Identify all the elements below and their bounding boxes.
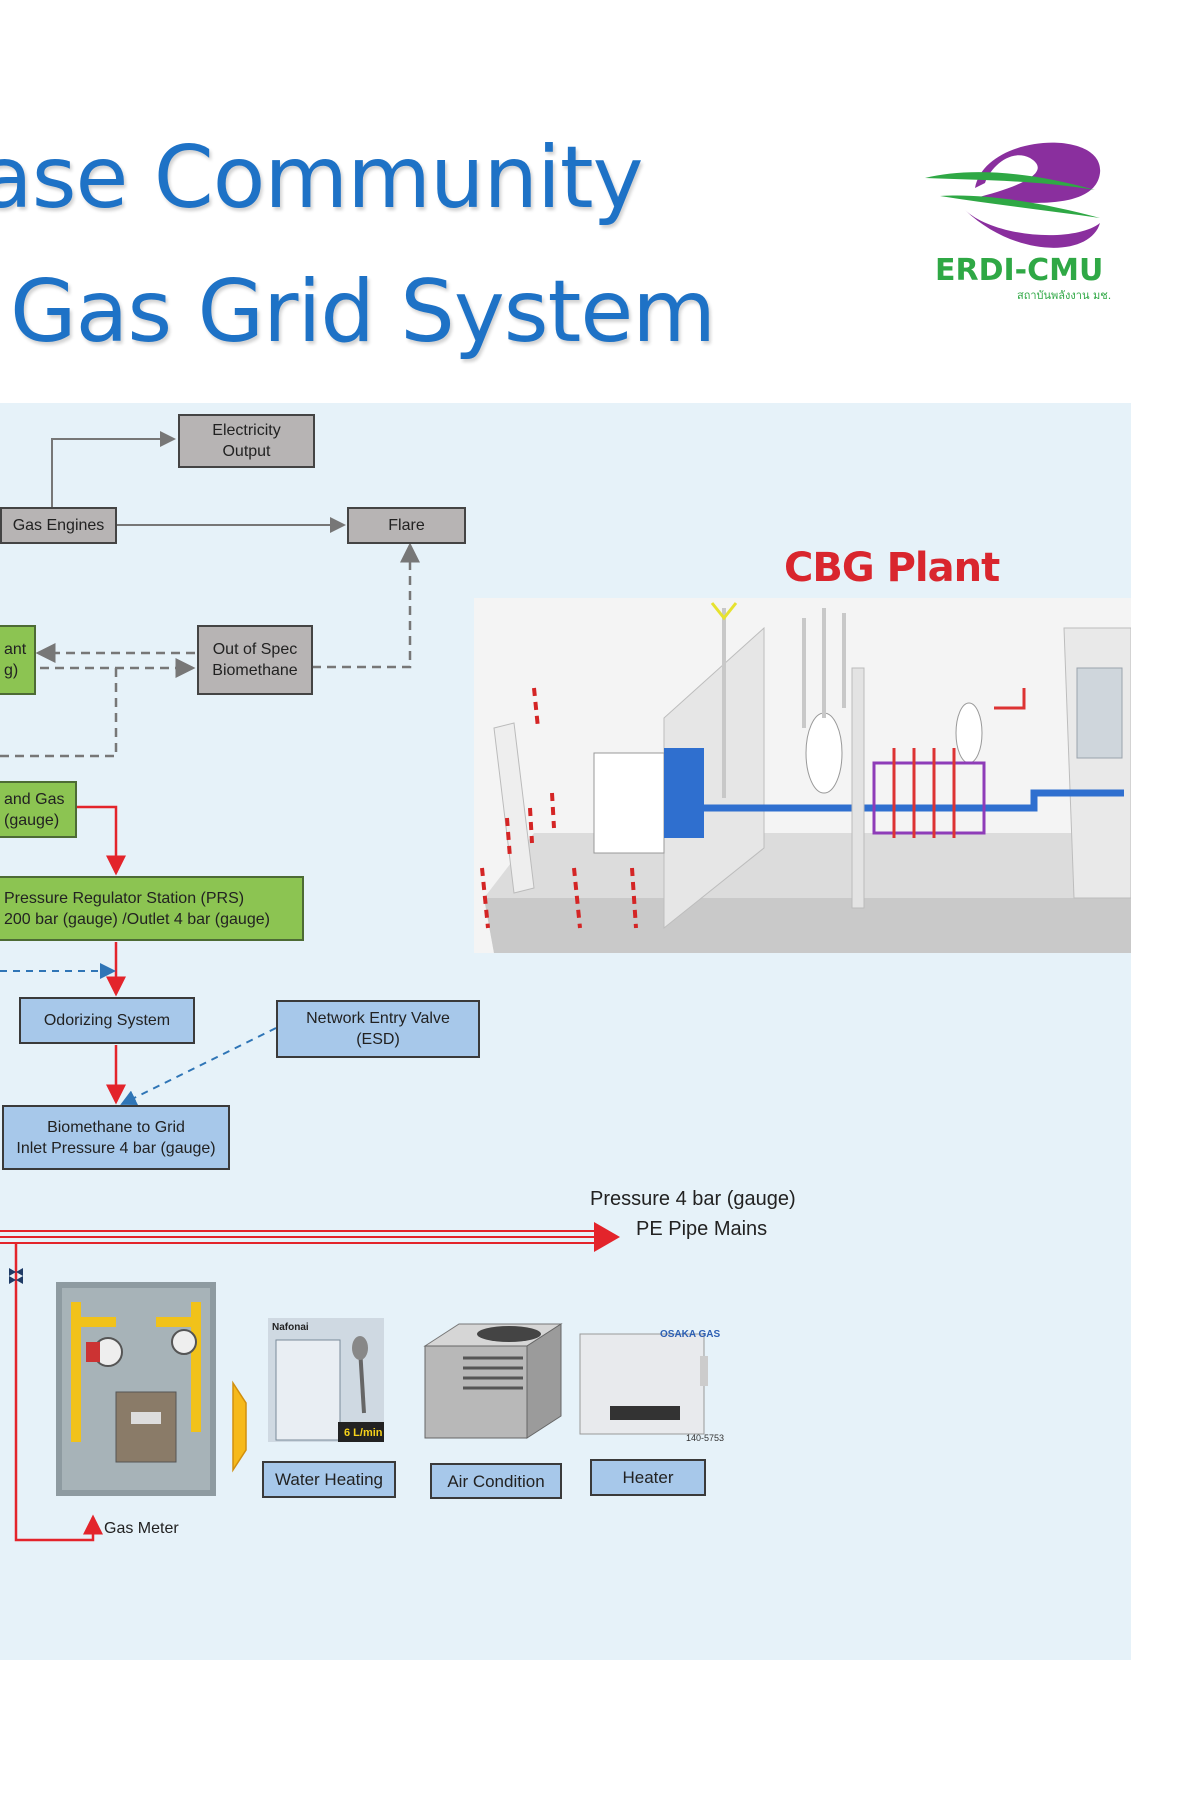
- electricity-output-box: Electricity Output: [178, 414, 315, 468]
- water-heater-brand: Nafonai: [272, 1322, 309, 1333]
- pe-pipe-mains-label: PE Pipe Mains: [636, 1218, 768, 1240]
- erdi-cmu-logo: ERDI-CMU สถาบันพลังงาน มช.: [925, 142, 1111, 302]
- logo-subtitle: สถาบันพลังงาน มช.: [1017, 289, 1111, 302]
- flare-box: Flare: [347, 507, 466, 544]
- cbg-plant-illustration: [474, 598, 1131, 953]
- heater-photo: [579, 1333, 708, 1435]
- plant-box: ant g): [0, 625, 36, 695]
- mains-pressure-label: Pressure 4 bar (gauge): [590, 1188, 796, 1210]
- odorizing-system-box: Odorizing System: [19, 997, 195, 1044]
- gas-meter-photo: [56, 1282, 216, 1496]
- heater-brand: OSAKA GAS: [660, 1329, 721, 1340]
- gas-meter-label: Gas Meter: [104, 1520, 179, 1537]
- logo-text: ERDI-CMU: [935, 253, 1103, 288]
- page-title-line-1: ase Community: [0, 128, 643, 228]
- gas-storage-box: and Gas (gauge): [0, 781, 77, 838]
- biomethane-to-grid-box: Biomethane to Grid Inlet Pressure 4 bar …: [2, 1105, 230, 1170]
- water-heater-flow: 6 L/min: [344, 1427, 383, 1439]
- gas-engines-box: Gas Engines: [0, 507, 117, 544]
- out-of-spec-biomethane-box: Out of Spec Biomethane: [197, 625, 313, 695]
- water-heater-photo: Nafonai 6 L/min: [268, 1318, 384, 1442]
- air-condition-label: Air Condition: [430, 1463, 562, 1499]
- pressure-regulator-station-box: Pressure Regulator Station (PRS) 200 bar…: [0, 876, 304, 941]
- heater-label: Heater: [590, 1459, 706, 1496]
- water-heating-label: Water Heating: [262, 1461, 396, 1498]
- air-conditioner-photo: [423, 1323, 563, 1439]
- page-title-line-2: Gas Grid System: [10, 262, 716, 362]
- cbg-plant-title: CBG Plant: [784, 545, 1000, 591]
- heater-model: 140-5753: [686, 1433, 725, 1443]
- network-entry-valve-box: Network Entry Valve (ESD): [276, 1000, 480, 1058]
